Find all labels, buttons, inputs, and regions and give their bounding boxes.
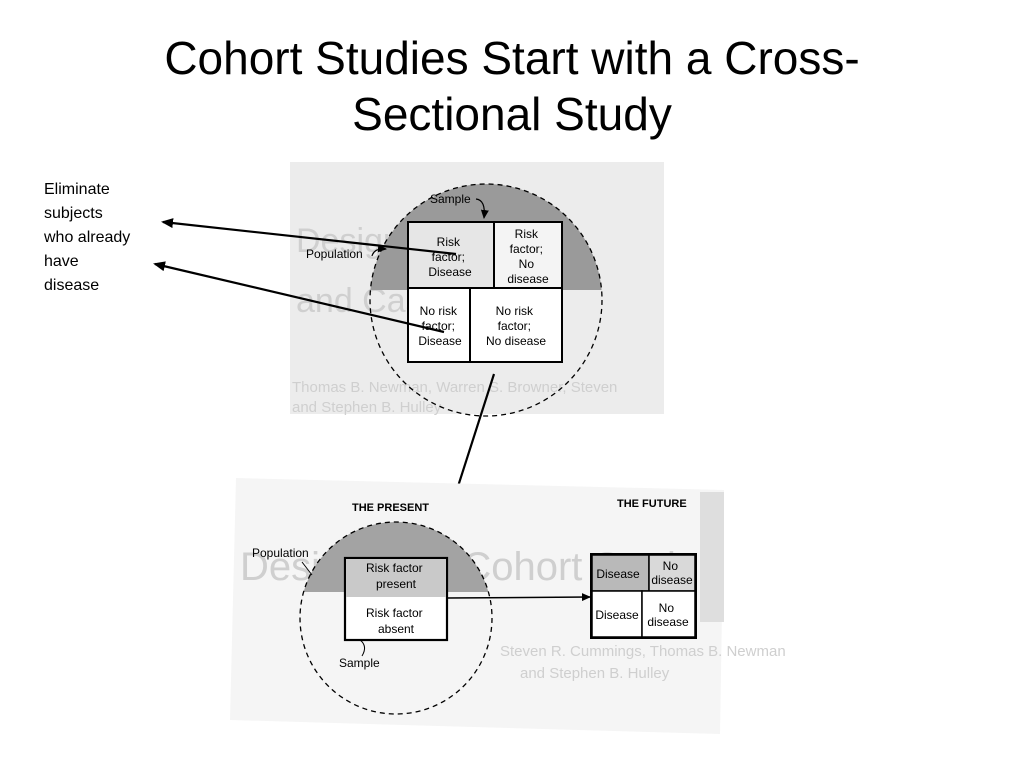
cell-risk-factor-no-disease	[493, 221, 563, 289]
bottom-sample-circle	[299, 521, 493, 715]
present-heading: THE PRESENT	[352, 502, 429, 514]
risk-present-shade	[346, 559, 446, 597]
top-sample-pointer	[475, 198, 489, 219]
note-line: disease	[44, 277, 100, 294]
note-line: subjects	[44, 205, 103, 222]
outcome-no-disease-1	[648, 554, 696, 592]
top-population-pointer	[371, 244, 387, 257]
top-figure: Designin and Case Thomas B. Newman, Warr…	[290, 162, 664, 417]
outcome-disease-2	[591, 590, 643, 638]
bottom-background-text: and Stephen B. Hulley	[520, 665, 670, 682]
risk-absent-label: Risk factor absent	[366, 606, 426, 636]
top-background-text: Thomas B. Newman, Warren S. Browner, Ste…	[292, 379, 617, 396]
top-background-text: and Stephen B. Hulley	[292, 399, 442, 416]
top-sample-label: Sample	[430, 192, 471, 206]
outcome-disease-1	[591, 554, 650, 592]
bottom-background-text: Steven R. Cummings, Thomas B. Newman	[500, 643, 786, 660]
top-population-label: Population	[306, 247, 363, 261]
title-line-2: Sectional Study	[352, 88, 672, 140]
note-line: who already	[44, 229, 131, 246]
eliminate-arrow-1	[161, 218, 457, 256]
cell-label: Risk factor; No disease	[507, 227, 549, 286]
bottom-population-pointer	[301, 561, 313, 576]
outcome-label: Disease	[595, 608, 639, 622]
outcome-label: Disease	[596, 567, 640, 581]
outcome-no-disease-2	[641, 590, 696, 638]
slide-title: Cohort Studies Start with a Cross- Secti…	[0, 30, 1024, 142]
outcome-label: No disease	[651, 559, 693, 587]
eliminate-note: Eliminate subjects who already have dise…	[44, 178, 164, 298]
cell-label: Risk factor; Disease	[428, 235, 472, 279]
bottom-sample-label: Sample	[339, 656, 380, 670]
cell-label: No risk factor; Disease	[418, 304, 462, 348]
eliminate-arrow-2	[153, 261, 445, 334]
bottom-sample-pointer	[359, 639, 366, 657]
cell-no-risk-factor-no-disease	[469, 287, 563, 363]
outcome-label: No disease	[647, 601, 689, 629]
bottom-population-label: Population	[252, 546, 309, 560]
time-arrow	[446, 593, 591, 602]
future-heading: THE FUTURE	[617, 498, 687, 510]
note-line: Eliminate	[44, 181, 110, 198]
note-line: have	[44, 253, 79, 270]
bottom-scan-edge	[700, 492, 724, 622]
bottom-figure: Designing a Cohort Study Steven R. Cummi…	[230, 478, 786, 734]
top-sample-circle	[369, 183, 603, 417]
risk-present-label: Risk factor present	[366, 561, 426, 591]
cell-label: No risk factor; No disease	[486, 304, 546, 348]
title-line-1: Cohort Studies Start with a Cross-	[164, 32, 860, 84]
